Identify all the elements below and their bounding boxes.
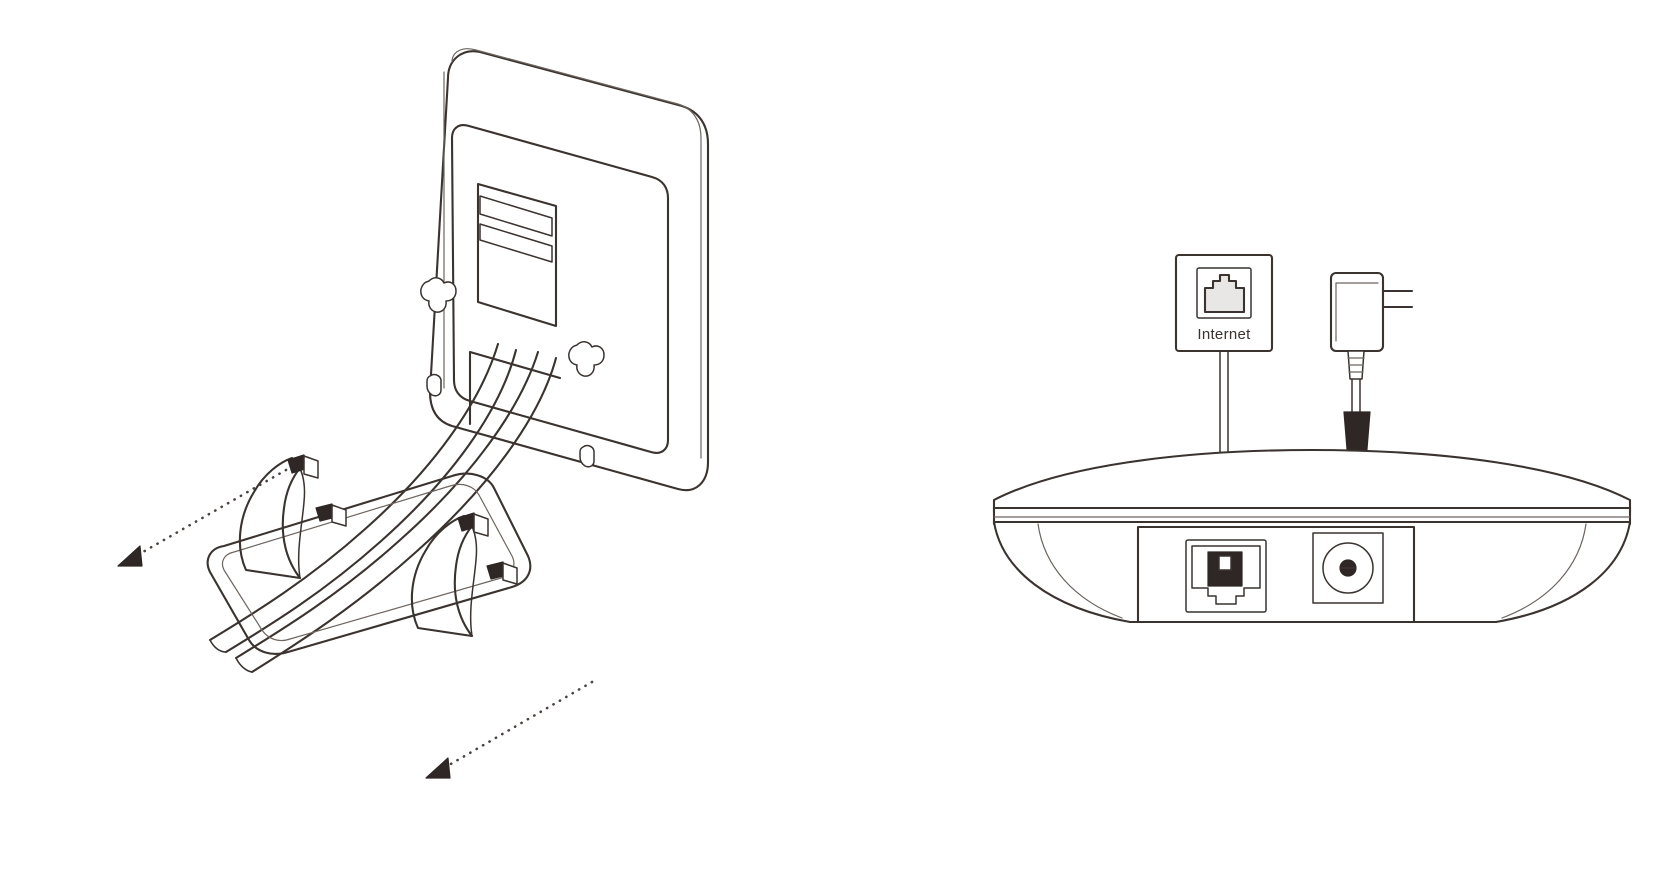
keyhole-slot-lower-right	[568, 341, 605, 377]
gateway-rear-housing	[420, 48, 710, 492]
callout-arrow-front-clip	[425, 680, 594, 779]
cable-clip-rear	[287, 454, 347, 527]
cable-bundle	[208, 342, 558, 674]
stand-saddle-front	[410, 514, 474, 638]
cable-clip-front-foot-hook	[502, 562, 518, 585]
callout-leader-rear	[134, 468, 288, 558]
port-slot-1	[479, 195, 553, 237]
internet-wall-jack[interactable]: Internet	[1174, 253, 1274, 353]
screw-hole-left	[426, 373, 442, 397]
stand-base-inner	[221, 483, 515, 642]
cable-clip-front-hook	[473, 513, 489, 537]
internet-jack-label: Internet	[1197, 326, 1251, 343]
router-body	[992, 448, 1632, 624]
cable-clip-rear-foot-hook	[331, 504, 347, 527]
stand-saddle-rear	[238, 456, 302, 580]
cable-exit-cutout	[468, 350, 562, 426]
callout-arrowhead-rear	[117, 545, 143, 567]
adapter-body	[1329, 271, 1385, 353]
internet-port[interactable]	[1185, 539, 1267, 613]
left-panel-group	[117, 48, 710, 779]
back-panel-edge-highlight	[451, 48, 702, 459]
cable-clip-rear-hook	[303, 455, 319, 479]
cable-upper-edge-b	[250, 356, 558, 674]
internet-plug-notch	[1218, 555, 1232, 571]
cable-clip-front	[457, 512, 518, 585]
keyhole-slot-upper-left	[420, 277, 457, 313]
cable-upper-cap	[235, 657, 253, 673]
power-port[interactable]	[1312, 532, 1384, 604]
callout-arrowhead-front	[425, 757, 451, 779]
port-slot-2	[479, 223, 553, 263]
cable-lower-edge-b	[224, 348, 518, 654]
desktop-stand-cradle	[206, 454, 532, 655]
callout-arrow-rear-clip	[117, 468, 288, 567]
router-top-rim	[992, 448, 1632, 514]
rj45-jack-icon	[1203, 273, 1246, 314]
router-bowl-contour-right	[1501, 523, 1587, 619]
right-panel-group: Internet	[992, 253, 1632, 624]
stand-base-plate	[206, 472, 532, 655]
rear-port-block	[476, 182, 558, 328]
cable-upper-edge-a	[234, 350, 540, 660]
back-panel-recess	[450, 124, 670, 454]
callout-leader-front	[442, 680, 594, 770]
cable-lower-edge-a	[208, 342, 500, 642]
cable-lower-cap	[209, 639, 227, 653]
back-panel-outer	[428, 50, 710, 492]
screw-hole-right	[579, 444, 595, 468]
router-bowl-contour-left	[1037, 523, 1123, 619]
